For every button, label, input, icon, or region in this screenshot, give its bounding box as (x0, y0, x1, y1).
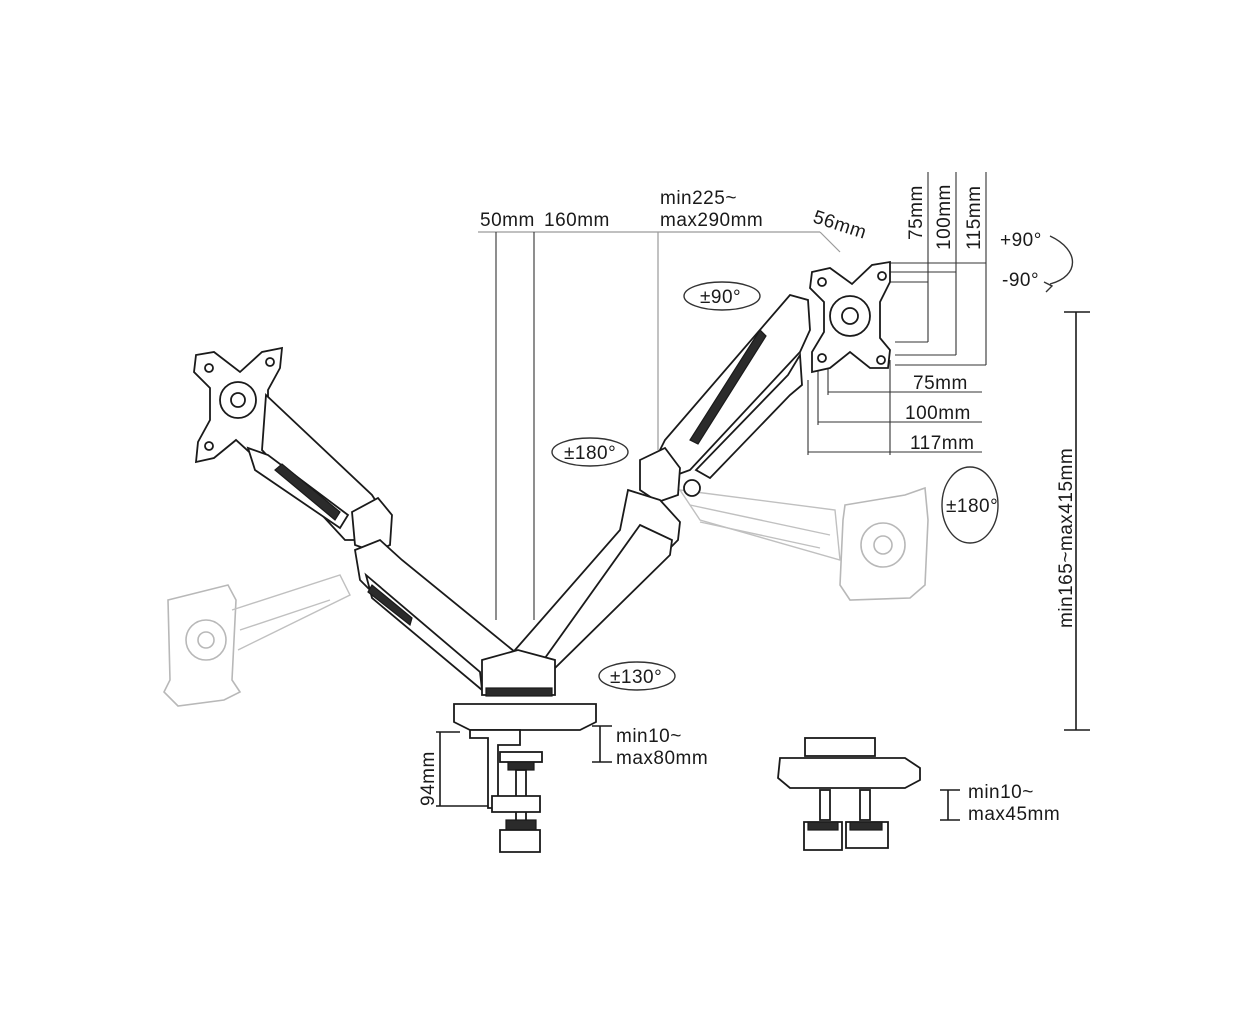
reach-max-label: max290mm (660, 210, 763, 231)
clamp-range-max-label: max80mm (616, 748, 708, 769)
clamp-range-min-label: min10~ (616, 726, 682, 747)
tilt-rotation-icon (1049, 235, 1074, 285)
vesa-v115-label: 115mm (964, 186, 985, 250)
grommet-base (777, 737, 921, 851)
ghost-right-monitor (678, 486, 929, 601)
swivel-mid-label: ±180° (564, 443, 616, 464)
tilt-down-label: -90° (1002, 270, 1039, 291)
rotation-labels: +90° -90° ±90° ±180° ±180° ±130° (564, 230, 1042, 688)
pole-right-label: 160mm (544, 210, 610, 231)
rotation-indicators (551, 235, 1074, 691)
rotate-right-label: ±180° (946, 496, 998, 517)
rotate-right-icon (941, 466, 999, 544)
swivel-top-rotation-icon (683, 281, 761, 311)
tilt-up-label: +90° (1000, 230, 1042, 251)
grommet-range-max-label: max45mm (968, 804, 1060, 825)
right-vesa-plate (809, 260, 891, 374)
height-range-label: min165~max415mm (1056, 448, 1077, 628)
right-upper-arm (639, 293, 811, 503)
clamp-base (453, 649, 597, 853)
vesa-h75-label: 75mm (913, 373, 968, 394)
reach-min-label: min225~ (660, 188, 737, 209)
pole-left-label: 50mm (480, 210, 535, 231)
vesa-v100-label: 100mm (934, 184, 955, 250)
vesa-h117-label: 117mm (910, 433, 974, 454)
swivel-mid-rotation-icon (551, 437, 629, 467)
right-lower-arm (514, 488, 681, 672)
ghost-left-monitor (163, 574, 351, 707)
left-upper-arm (246, 393, 393, 553)
dimension-guides (436, 172, 1090, 821)
plate-offset-label: 56mm (810, 207, 869, 244)
vesa-h100-label: 100mm (905, 403, 971, 424)
clamp-depth-label: 94mm (418, 751, 439, 806)
swivel-top-label: ±90° (700, 287, 741, 308)
base-rotate-label: ±130° (610, 667, 662, 688)
vesa-v75-label: 75mm (906, 185, 927, 240)
grommet-range-min-label: min10~ (968, 782, 1034, 803)
base-rotation-icon (598, 661, 676, 691)
